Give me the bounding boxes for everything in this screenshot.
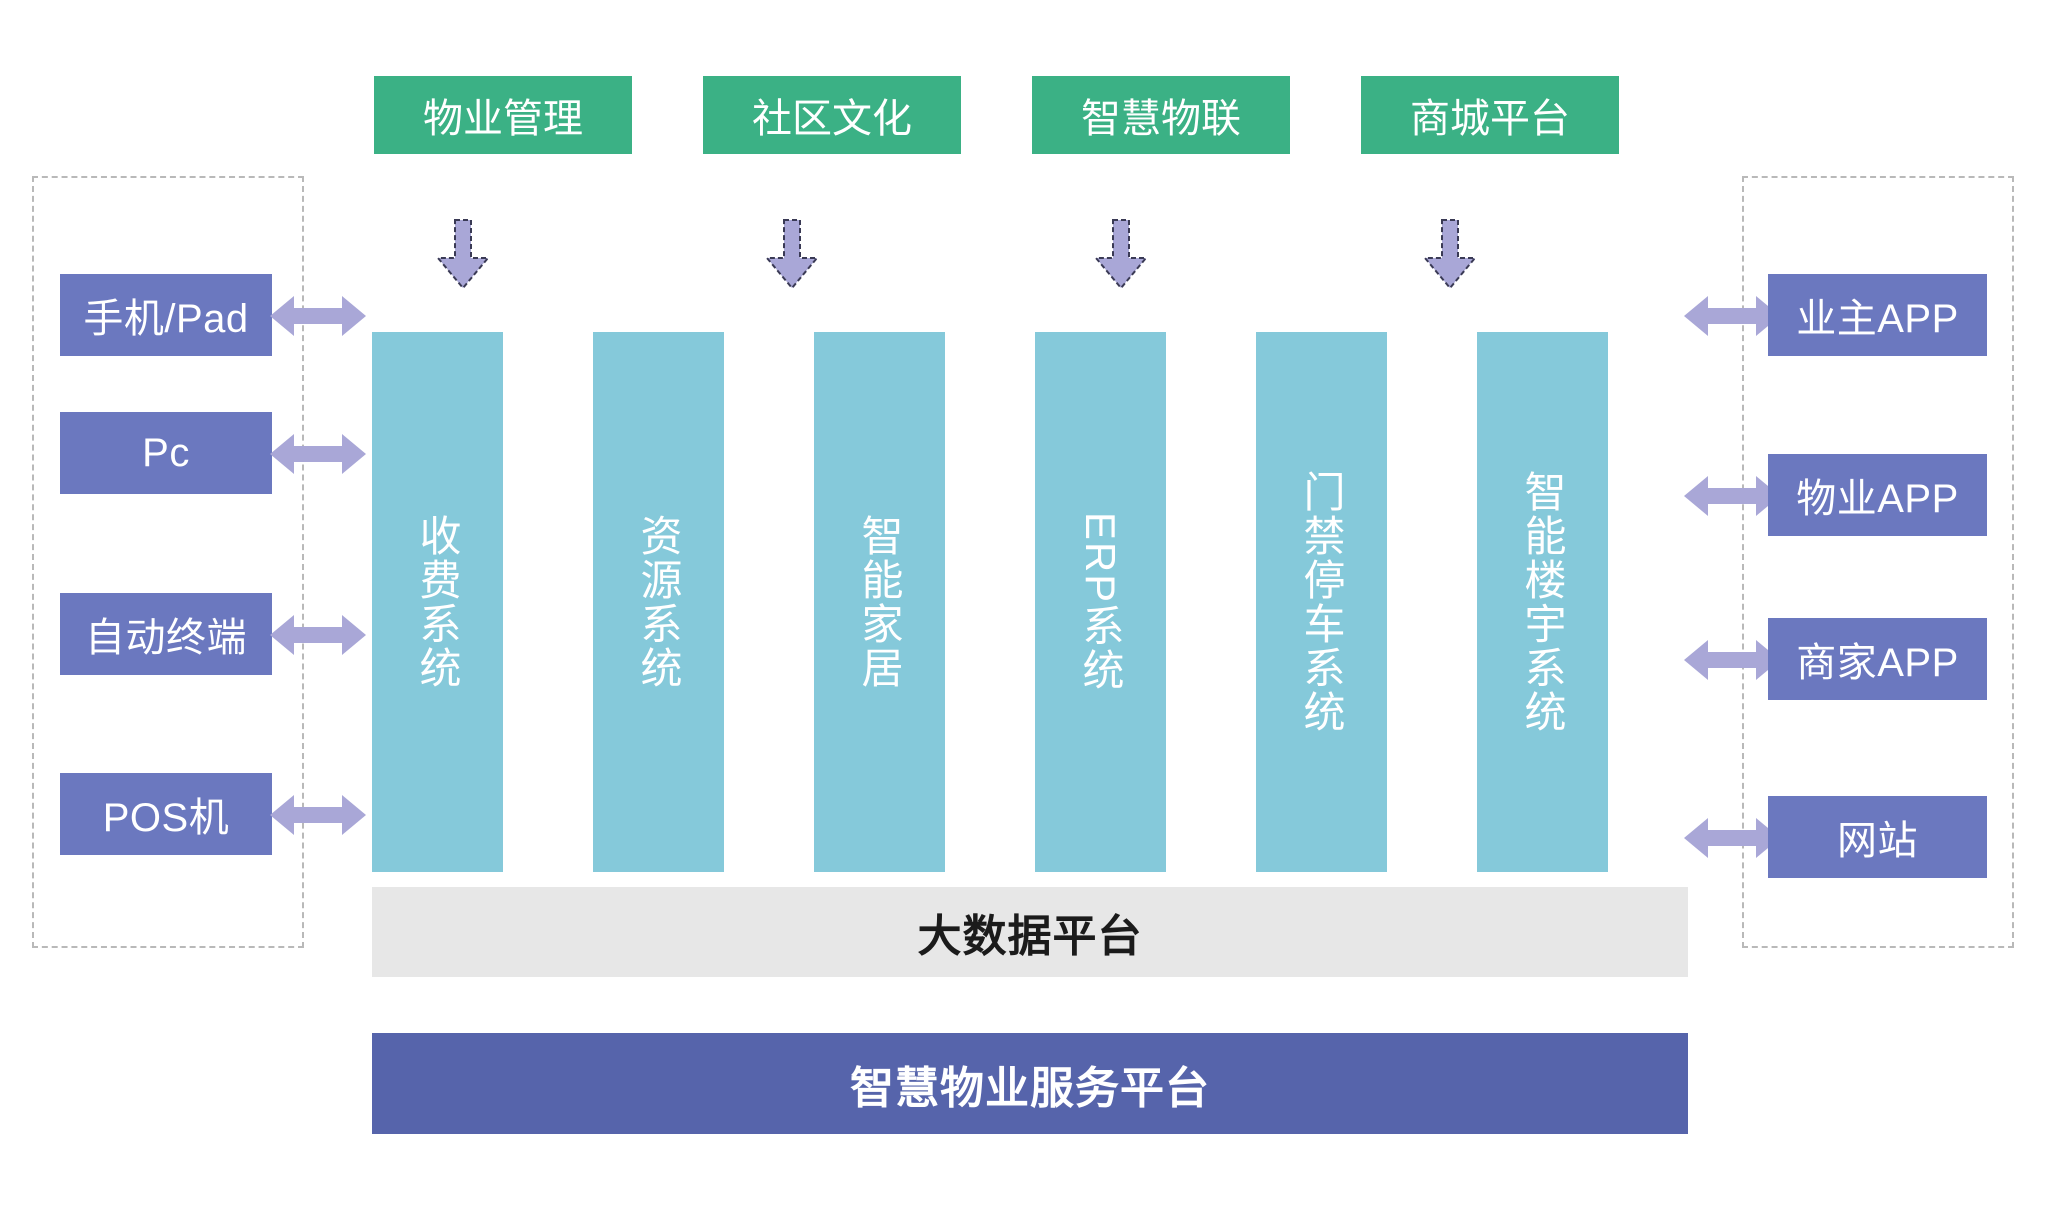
app-box-label: 业主APP <box>1796 297 1959 341</box>
system-column-label: 智能家居 <box>856 514 904 690</box>
app-box-merchant-app[interactable]: 商家APP <box>1768 618 1987 700</box>
top-module-label: 社区文化 <box>752 97 912 141</box>
client-box-label: 自动终端 <box>85 616 247 660</box>
client-box-pc[interactable]: Pc <box>60 412 272 494</box>
big-data-platform-bar[interactable]: 大数据平台 <box>372 887 1688 977</box>
double-arrow-pc <box>268 428 368 480</box>
system-column-smart-building[interactable]: 智能楼宇系统 <box>1477 332 1608 872</box>
application-entry-group-region <box>1742 176 2014 948</box>
app-box-property-app[interactable]: 物业APP <box>1768 454 1987 536</box>
down-arrow-smart-iot <box>1094 218 1148 290</box>
double-arrow-owner-app <box>1682 290 1782 342</box>
system-column-billing[interactable]: 收费系统 <box>372 332 503 872</box>
app-box-website[interactable]: 网站 <box>1768 796 1987 878</box>
top-module-label: 商城平台 <box>1410 97 1570 141</box>
app-box-owner-app[interactable]: 业主APP <box>1768 274 1987 356</box>
client-box-pos[interactable]: POS机 <box>60 773 272 855</box>
double-arrow-property-app <box>1682 470 1782 522</box>
system-column-erp[interactable]: ERP系统 <box>1035 332 1166 872</box>
system-column-smart-home[interactable]: 智能家居 <box>814 332 945 872</box>
app-box-label: 网站 <box>1837 819 1918 863</box>
down-arrow-mall-platform <box>1423 218 1477 290</box>
smart-property-service-platform-label: 智慧物业服务平台 <box>850 1063 1210 1113</box>
top-module-label: 物业管理 <box>423 97 583 141</box>
top-module-property-management[interactable]: 物业管理 <box>374 76 632 154</box>
system-column-label: ERP系统 <box>1077 511 1125 693</box>
top-module-community-culture[interactable]: 社区文化 <box>703 76 961 154</box>
system-column-access-parking[interactable]: 门禁停车系统 <box>1256 332 1387 872</box>
down-arrow-community-culture <box>765 218 819 290</box>
top-module-mall-platform[interactable]: 商城平台 <box>1361 76 1619 154</box>
double-arrow-pos <box>268 789 368 841</box>
smart-property-service-platform-bar[interactable]: 智慧物业服务平台 <box>372 1033 1688 1134</box>
top-module-label: 智慧物联 <box>1081 97 1241 141</box>
double-arrow-mobile-pad <box>268 290 368 342</box>
double-arrow-merchant-app <box>1682 634 1782 686</box>
system-column-label: 门禁停车系统 <box>1298 470 1346 734</box>
down-arrow-property-management <box>436 218 490 290</box>
big-data-platform-label: 大数据平台 <box>917 912 1143 961</box>
client-terminal-group-region <box>32 176 304 948</box>
client-box-label: POS机 <box>102 796 230 840</box>
top-module-smart-iot[interactable]: 智慧物联 <box>1032 76 1290 154</box>
app-box-label: 商家APP <box>1796 641 1959 685</box>
client-box-label: Pc <box>142 430 190 475</box>
double-arrow-self-service-terminal <box>268 609 368 661</box>
system-column-label: 收费系统 <box>414 514 462 690</box>
app-box-label: 物业APP <box>1796 477 1959 521</box>
client-box-mobile-pad[interactable]: 手机/Pad <box>60 274 272 356</box>
client-box-self-service-terminal[interactable]: 自动终端 <box>60 593 272 675</box>
double-arrow-website <box>1682 812 1782 864</box>
system-column-label: 资源系统 <box>635 514 683 690</box>
client-box-label: 手机/Pad <box>83 297 249 341</box>
system-column-resource[interactable]: 资源系统 <box>593 332 724 872</box>
system-column-label: 智能楼宇系统 <box>1519 470 1567 734</box>
